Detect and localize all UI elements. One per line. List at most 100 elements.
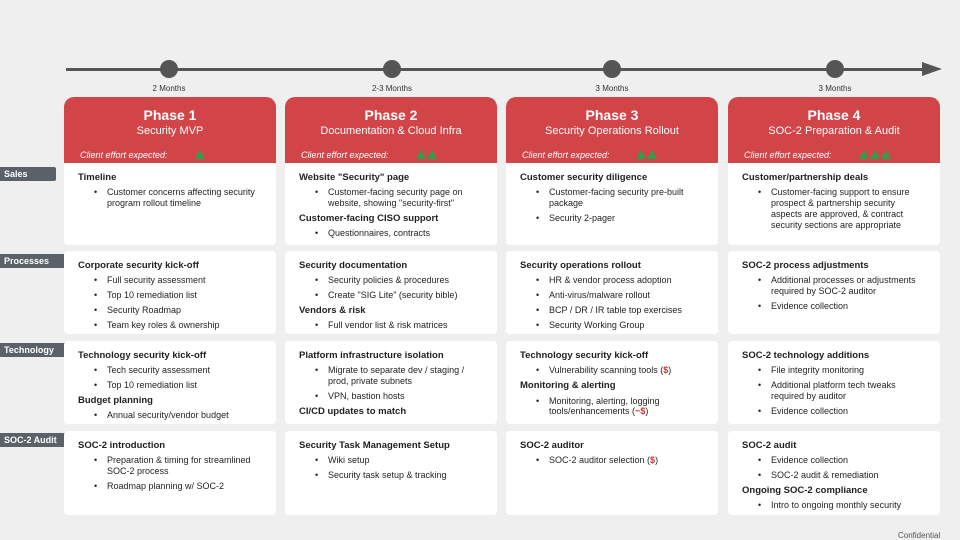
cell-heading: SOC-2 audit xyxy=(742,440,797,451)
phase-header-3: Phase 3 Security Operations Rollout Clie… xyxy=(506,97,718,163)
cell-bullet: Customer-facing security pre-built packa… xyxy=(520,187,706,209)
cell-bullet: Vulnerability scanning tools ($) xyxy=(520,365,706,376)
bullet-text: ) xyxy=(655,455,659,466)
confidential-footer: Confidential xyxy=(898,531,941,540)
cell-bullet: Top 10 remediation list xyxy=(78,290,264,301)
effort-triangle-icon xyxy=(427,150,437,159)
effort-triangle-icon xyxy=(881,150,891,159)
cell-bullet: Migrate to separate dev / staging / prod… xyxy=(299,365,485,387)
effort-label: Client effort expected: xyxy=(301,150,389,160)
cell-bullet: SOC-2 auditor selection ($) xyxy=(520,455,706,466)
cell-heading: Security Task Management Setup xyxy=(299,440,450,451)
cell-bullet: Customer concerns affecting security pro… xyxy=(78,187,264,209)
cell-technology-phase-2: Platform infrastructure isolation Migrat… xyxy=(285,341,497,424)
cell-heading: Technology security kick-off xyxy=(78,350,207,361)
cell-soc2-phase-1: SOC-2 introduction Preparation & timing … xyxy=(64,431,276,515)
phase-subtitle: Documentation & Cloud Infra xyxy=(320,125,462,137)
cell-technology-phase-3: Technology security kick-off Vulnerabili… xyxy=(506,341,718,424)
cell-bullet: Customer-facing support to ensure prospe… xyxy=(742,187,928,230)
cell-heading: SOC-2 introduction xyxy=(78,440,166,451)
cell-bullet: Security 2-pager xyxy=(520,213,706,224)
effort-label: Client effort expected: xyxy=(744,150,832,160)
cell-heading: Timeline xyxy=(78,172,117,183)
cell-bullet: File integrity monitoring xyxy=(742,365,928,376)
bullet-text: ) xyxy=(645,406,649,417)
phase-header-1: Phase 1 Security MVP Client effort expec… xyxy=(64,97,276,163)
effort-triangle-icon xyxy=(870,150,880,159)
phase-title: Phase 4 xyxy=(807,107,861,123)
cost-marker: ~$ xyxy=(635,406,646,417)
cost-marker: $ xyxy=(650,455,656,466)
cell-sales-phase-2: Website "Security" page Customer-facing … xyxy=(285,163,497,245)
cell-bullet: Full security assessment xyxy=(78,275,264,286)
cell-bullet: VPN, bastion hosts xyxy=(299,391,485,402)
effort-indicator xyxy=(416,150,437,159)
effort-triangle-icon xyxy=(195,150,205,159)
effort-indicator xyxy=(859,150,891,159)
cell-bullet: Full vendor list & risk matrices xyxy=(299,320,485,331)
cell-heading: SOC-2 process adjustments xyxy=(742,260,869,271)
cell-bullet: Team key roles & ownership xyxy=(78,320,264,331)
cell-heading: Ongoing SOC-2 compliance xyxy=(742,484,868,496)
cell-heading: Security operations rollout xyxy=(520,260,641,271)
timeline-dot xyxy=(603,60,621,78)
cell-bullet: Top 10 remediation list xyxy=(78,380,264,391)
timeline-dot xyxy=(826,60,844,78)
bullet-text: Vulnerability scanning tools ( xyxy=(549,365,664,376)
cell-bullet: BCP / DR / IR table top exercises xyxy=(520,305,706,316)
row-label-technology: Technology xyxy=(0,343,70,357)
effort-label: Client effort expected: xyxy=(522,150,610,160)
cell-bullet: Preparation & timing for streamlined SOC… xyxy=(78,455,264,477)
effort-indicator xyxy=(195,150,205,159)
cell-bullet: SOC-2 audit & remediation xyxy=(742,470,928,481)
cell-bullet: HR & vendor process adoption xyxy=(520,275,706,286)
cell-heading: Website "Security" page xyxy=(299,172,410,183)
duration-label: 2-3 Months xyxy=(371,84,413,93)
cell-bullet: Evidence collection xyxy=(742,406,928,417)
cell-bullet: Security task setup & tracking xyxy=(299,470,485,481)
row-label-soc2-audit: SOC-2 Audit xyxy=(0,433,70,447)
cell-bullet: Monitoring, alerting, logging tools/enha… xyxy=(520,396,706,418)
timeline-arrow-icon xyxy=(922,62,942,76)
duration-label: 3 Months xyxy=(595,84,629,93)
cell-bullet: Additional platform tech tweaks required… xyxy=(742,380,928,402)
cell-technology-phase-4: SOC-2 technology additions File integrit… xyxy=(728,341,940,424)
cell-soc2-phase-2: Security Task Management Setup Wiki setu… xyxy=(285,431,497,515)
bullet-text: ) xyxy=(668,365,672,376)
cell-heading: SOC-2 technology additions xyxy=(742,350,870,361)
duration-label: 3 Months xyxy=(818,84,852,93)
cell-heading: Vendors & risk xyxy=(299,304,366,316)
phase-title: Phase 1 xyxy=(143,107,197,123)
cell-bullet: Intro to ongoing monthly security xyxy=(742,500,928,511)
cell-heading: CI/CD updates to match xyxy=(299,405,407,417)
cell-heading: Corporate security kick-off xyxy=(78,260,199,271)
effort-triangle-icon xyxy=(859,150,869,159)
cell-bullet: Customer-facing security page on website… xyxy=(299,187,485,209)
cell-bullet: Create "SIG Lite" (security bible) xyxy=(299,290,485,301)
phase-subtitle: Security MVP xyxy=(136,125,204,137)
effort-triangle-icon xyxy=(636,150,646,159)
cell-soc2-phase-3: SOC-2 auditor SOC-2 auditor selection ($… xyxy=(506,431,718,515)
cell-bullet: Evidence collection xyxy=(742,301,928,312)
cell-bullet: Evidence collection xyxy=(742,455,928,466)
cell-bullet: Security Working Group xyxy=(520,320,706,331)
cost-marker: $ xyxy=(663,365,669,376)
phase-title: Phase 3 xyxy=(585,107,639,123)
cell-bullet: Annual security/vendor budget xyxy=(78,410,264,421)
row-label-sales: Sales xyxy=(0,167,56,181)
cell-processes-phase-2: Security documentation Security policies… xyxy=(285,251,497,334)
effort-triangle-icon xyxy=(416,150,426,159)
phase-subtitle: Security Operations Rollout xyxy=(545,125,679,137)
timeline-dot xyxy=(383,60,401,78)
phase-subtitle: SOC-2 Preparation & Audit xyxy=(768,125,900,137)
cell-heading: Budget planning xyxy=(78,394,153,406)
cell-processes-phase-1: Corporate security kick-off Full securit… xyxy=(64,251,276,334)
cell-heading: Technology security kick-off xyxy=(520,350,649,361)
phase-header-2: Phase 2 Documentation & Cloud Infra Clie… xyxy=(285,97,497,163)
cell-bullet: Security policies & procedures xyxy=(299,275,485,286)
cell-sales-phase-3: Customer security diligence Customer-fac… xyxy=(506,163,718,245)
cell-soc2-phase-4: SOC-2 audit Evidence collection SOC-2 au… xyxy=(728,431,940,515)
timeline-dot xyxy=(160,60,178,78)
row-label-processes: Processes xyxy=(0,254,78,268)
cell-sales-phase-4: Customer/partnership deals Customer-faci… xyxy=(728,163,940,245)
